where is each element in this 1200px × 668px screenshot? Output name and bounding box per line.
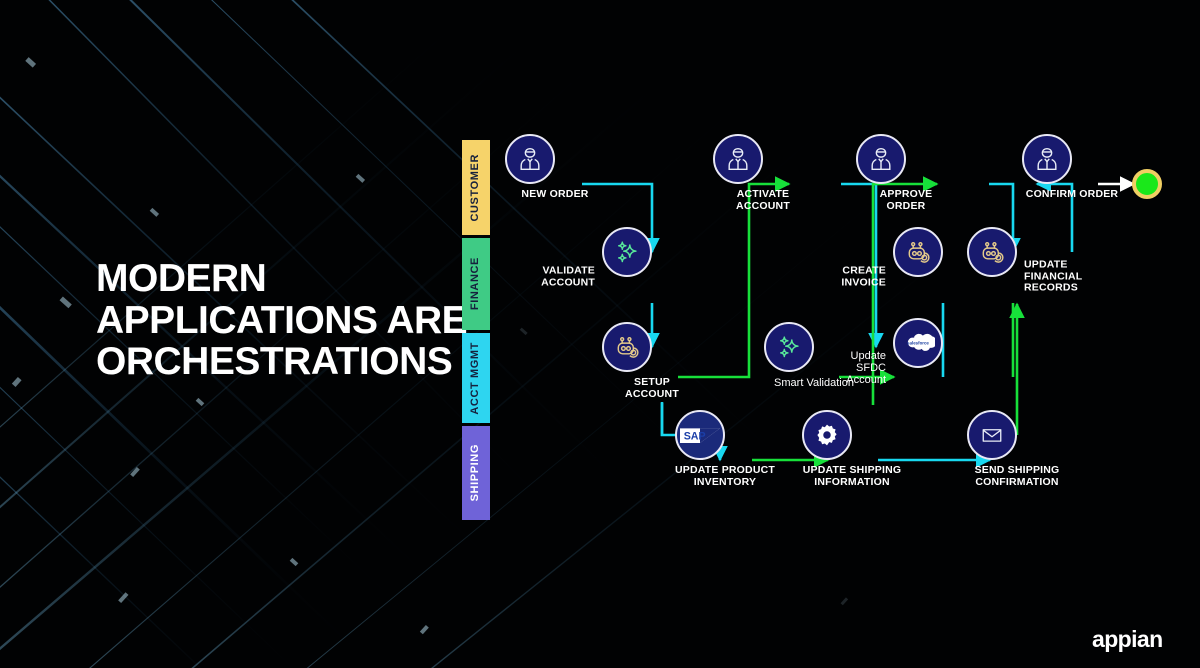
- appian-logo: appian: [1092, 626, 1163, 652]
- node-new-order[interactable]: NEW ORDER: [505, 134, 588, 209]
- node-activate-account-label: ACTIVATE ACCOUNTACTIVATEACCOUNT: [736, 188, 790, 212]
- headline-line-1: MODERN: [96, 257, 267, 300]
- slide-headline: MODERN APPLICATIONS ARE ORCHESTRATIONS: [96, 258, 476, 383]
- end-circle-icon: [1132, 169, 1162, 199]
- swimlane-finance-tab: FINANCE: [462, 238, 488, 330]
- swimlane-customer-body: [488, 140, 490, 235]
- node-activate-account[interactable]: ACTIVATE ACCOUNTACTIVATEACCOUNT: [713, 134, 790, 212]
- swimlane-customer-tab: CUSTOMER: [462, 140, 488, 235]
- svg-text:SAP: SAP: [684, 431, 706, 443]
- headline-line-3: ORCHESTRATIONS: [96, 340, 453, 384]
- person-icon: [505, 134, 555, 184]
- wire-new-order-to-validate: [582, 182, 660, 254]
- flow-connectors: [582, 176, 1136, 468]
- node-smart-validation[interactable]: Smart Validation: [764, 322, 854, 397]
- node-smart-validation-label: Smart Validation: [774, 377, 854, 389]
- gear-icon: [802, 410, 852, 460]
- wire-financial-to-confirm-order: [1035, 176, 1074, 252]
- svg-text:salesforce: salesforce: [907, 341, 929, 346]
- wire-approve-to-create-invoice: [989, 182, 1021, 254]
- envelope-icon: [967, 410, 1017, 460]
- salesforce-icon: salesforce: [893, 318, 943, 368]
- orchestration-swimlane-diagram: CUSTOMER FINANCE ACCT MGMT SHIPPING: [462, 134, 1170, 530]
- swimlane-finance-body: [488, 238, 490, 330]
- wire-setup-to-activate: [678, 176, 791, 379]
- node-new-order-label: NEW ORDER: [521, 188, 589, 200]
- swimlane-shipping-tab: SHIPPING: [462, 426, 488, 520]
- robot-icon: [893, 227, 943, 277]
- person-icon: [856, 134, 906, 184]
- person-icon: [713, 134, 763, 184]
- person-icon: [1022, 134, 1072, 184]
- wire-up-to-approve-order: [871, 176, 939, 405]
- robot-icon: [967, 227, 1017, 277]
- swimlane-acct-mgmt-body: [488, 333, 490, 423]
- sparkle-icon: [602, 227, 652, 277]
- headline-line-2: APPLICATIONS ARE: [96, 298, 468, 342]
- robot-icon: [602, 322, 652, 372]
- sparkle-icon: [764, 322, 814, 372]
- swimlane-acct-mgmt-tab: ACCT MGMT: [462, 333, 488, 423]
- sap-icon: SAP: [675, 410, 725, 460]
- swimlane-shipping-body: [488, 426, 490, 520]
- node-confirm-order[interactable]: CONFIRM ORDER: [1022, 134, 1118, 209]
- node-confirm-order-label: CONFIRM ORDER: [1025, 188, 1119, 200]
